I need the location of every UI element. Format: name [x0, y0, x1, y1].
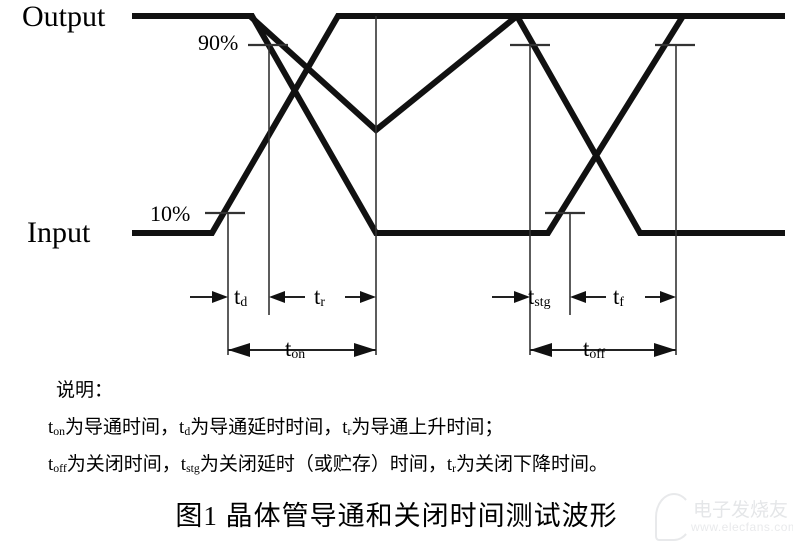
- dimension-label-td-sub: d: [240, 294, 248, 310]
- notes-line2-seg-d: 为关闭下降时间。: [456, 454, 609, 476]
- dimension-label-toff-sub: off: [589, 346, 606, 362]
- notes-line1-sub-b: d: [184, 425, 191, 439]
- dimension-label-td-base: t: [234, 284, 241, 309]
- dimension-label-ton-base: t: [285, 336, 292, 361]
- dim-tf-left-arrowhead: [570, 291, 586, 303]
- dim-tf-right-arrowhead: [660, 291, 676, 303]
- dim-td-lead-arrowhead: [212, 291, 228, 303]
- threshold-label-10-percent: 10%: [150, 201, 191, 226]
- dimension-label-tstg-sub: stg: [534, 294, 551, 310]
- notes-line2-sub-a: off: [53, 462, 67, 476]
- dimension-label-toff-base: t: [583, 336, 590, 361]
- dimension-label-ton: ton: [285, 336, 306, 362]
- notes-heading: 说明：: [56, 380, 114, 401]
- notes-line2-sub-c: r: [452, 462, 457, 476]
- dimension-label-tr-sub: r: [320, 294, 325, 310]
- notes-line2-seg-a: t: [48, 454, 54, 476]
- notes-line1-seg-d: 为导通上升时间；: [351, 417, 504, 439]
- dimension-label-tf-sub: f: [619, 294, 624, 310]
- output-waveform-trace-main: [132, 13, 785, 236]
- dimension-label-tr: tr: [314, 284, 325, 310]
- dimension-label-tstg: tstg: [528, 284, 551, 310]
- dim-tr-left-arrowhead: [269, 291, 285, 303]
- dim-toff-left-arrowhead: [530, 343, 552, 357]
- notes-line-1: ton为导通时间，td为导通延时时间，tr为导通上升时间；: [48, 409, 778, 446]
- dim-ton-left-arrowhead: [228, 343, 250, 357]
- dimension-label-tstg-base: t: [528, 284, 535, 309]
- dimension-label-td: td: [234, 284, 248, 310]
- dimension-label-toff: toff: [583, 336, 606, 362]
- notes-line2-seg-b: 为关闭时间，t: [66, 454, 187, 476]
- dim-tstg-lead-arrowhead: [514, 291, 530, 303]
- dimension-label-tf: tf: [613, 284, 624, 310]
- dimension-label-tr-base: t: [314, 284, 321, 309]
- notes-line2-sub-b: stg: [186, 462, 200, 476]
- input-signal-label: Input: [27, 216, 91, 249]
- notes-line2-seg-c: 为关闭延时（或贮存）时间，t: [199, 454, 453, 476]
- output-signal-label: Output: [22, 0, 106, 33]
- dimension-label-tf-base: t: [613, 284, 620, 309]
- notes-line1-seg-b: 为导通时间，t: [65, 417, 185, 439]
- notes-line1-seg-a: t: [48, 417, 54, 439]
- threshold-label-90-percent: 90%: [198, 30, 239, 55]
- figure-caption: 图1 晶体管导通和关闭时间测试波形: [175, 501, 618, 531]
- notes-line1-sub-a: on: [53, 425, 66, 439]
- notes-line1-sub-c: r: [347, 425, 352, 439]
- notes-line1-seg-c: 为导通延时时间，t: [190, 417, 348, 439]
- dim-tr-right-arrowhead: [360, 291, 376, 303]
- dim-toff-right-arrowhead: [654, 343, 676, 357]
- notes-block: 说明： ton为导通时间，td为导通延时时间，tr为导通上升时间； toff为关…: [48, 372, 778, 483]
- notes-line-2: toff为关闭时间，tstg为关闭延时（或贮存）时间，tr为关闭下降时间。: [48, 446, 778, 483]
- dimension-label-ton-sub: on: [291, 346, 306, 362]
- dim-ton-right-arrowhead: [354, 343, 376, 357]
- input-waveform-trace: [132, 13, 785, 236]
